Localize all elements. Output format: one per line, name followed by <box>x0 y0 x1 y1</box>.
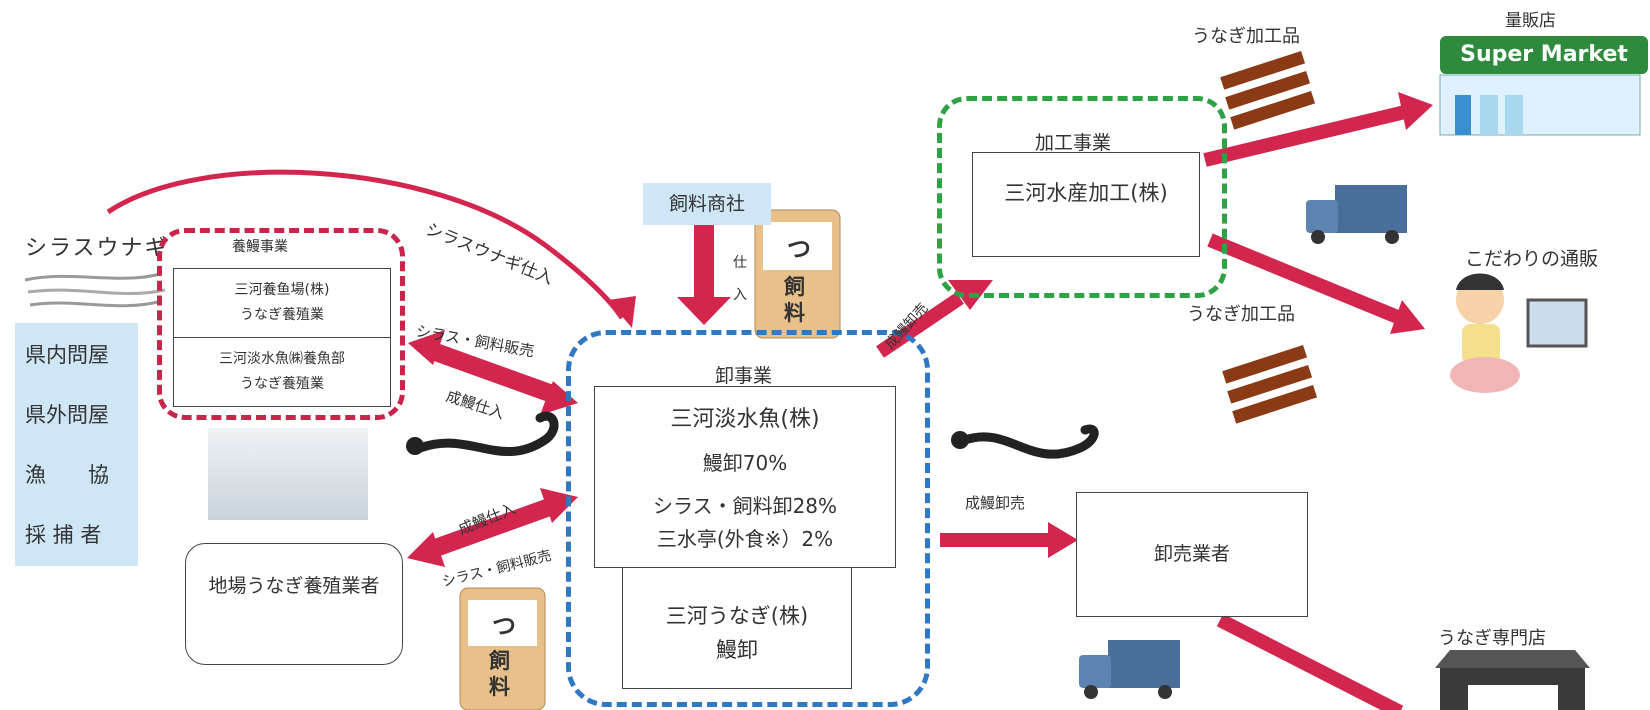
wholesalers-label: 卸売業者 <box>1153 543 1230 565</box>
kabayaki-top-icon <box>1220 51 1316 130</box>
feed-share: シラス・飼料卸28% <box>652 494 838 518</box>
eel-shop-label: うなぎ専門店 <box>1438 628 1546 649</box>
sub-company-role: 鰻卸 <box>716 638 758 662</box>
feed-can-bottom <box>459 587 546 710</box>
feed-can-mark-top: つ <box>787 235 811 263</box>
source-item: 県内問屋 <box>25 343 109 367</box>
processed-goods-label-1: うなぎ加工品 <box>1192 26 1300 47</box>
to-wholesalers-arrowhead <box>1048 522 1078 558</box>
wholesale-title: 卸事業 <box>715 365 773 387</box>
sub-company-box: 三河うなぎ(株) 鰻卸 <box>622 567 852 689</box>
processing-company: 三河水産加工(株) <box>1004 181 1168 205</box>
farm-box-1: 三河養鱼場(株) うなぎ養殖業 <box>173 268 391 338</box>
farm1-name: 三河養鱼場(株) <box>234 282 330 298</box>
local-farmers-label: 地場うなぎ養殖業者 <box>208 575 380 597</box>
supermarket-sign-text: Super Market <box>1460 42 1628 67</box>
farming-group <box>157 228 405 420</box>
feed-can-label-bottom: 飼料 <box>489 649 510 699</box>
wholesale-company-box: 三河淡水魚(株) 鰻卸70% シラス・飼料卸28% 三水亭(外食※）2% <box>594 386 896 568</box>
glass-eel-2 <box>27 288 166 296</box>
sub-company-name: 三河うなぎ(株) <box>665 604 809 628</box>
feed-purchase-label: 仕入 <box>733 255 747 303</box>
supermarket-icon <box>1439 74 1641 136</box>
wholesale-group <box>566 330 930 707</box>
processed-goods-label-2: うなぎ加工品 <box>1187 304 1295 325</box>
adult-eel-wholesale-label-2: 成鰻卸売 <box>965 494 1026 512</box>
double-arrow2-head-left <box>407 532 445 567</box>
farm2-name: 三河淡水魚㈱養魚部 <box>219 351 345 367</box>
feed-can-top <box>754 209 841 339</box>
feed-supplier-box: 飼料商社 <box>643 183 771 225</box>
double-arrow-head-right <box>540 381 578 415</box>
to-supermarket-arrow <box>1203 105 1407 167</box>
processing-group <box>937 96 1227 298</box>
supermarket-sign: Super Market <box>1440 36 1648 74</box>
local-farmers-box: 地場うなぎ養殖業者 <box>185 543 403 665</box>
restaurant-share: 三水亭(外食※）2% <box>656 527 834 551</box>
mail-order-icon <box>1450 273 1588 393</box>
farm-box-2: 三河淡水魚㈱養魚部 うなぎ養殖業 <box>173 337 391 407</box>
feed-supplier-label: 飼料商社 <box>668 193 745 215</box>
farm2-role: うなぎ養殖業 <box>240 376 324 392</box>
wholesalers-box: 卸売業者 <box>1076 492 1308 617</box>
eel-left-icon <box>415 411 559 457</box>
double-arrow-head-left <box>408 330 445 365</box>
source-item: 漁 協 <box>25 463 109 487</box>
farming-title: 養鰻事業 <box>232 239 288 255</box>
glass-eel-3 <box>29 300 159 308</box>
wholesale-company: 三河淡水魚(株) <box>670 407 820 432</box>
to-supermarket-arrowhead <box>1398 92 1433 130</box>
farm1-role: うなぎ養殖業 <box>240 307 324 323</box>
eel-left-head <box>406 437 424 455</box>
eel-share: 鰻卸70% <box>702 451 788 475</box>
feed-down-arrow <box>677 225 731 325</box>
sources-panel: 県内問屋 県外問屋 漁 協 採 捕 者 <box>15 323 138 566</box>
glass-eel-purchase-arrowhead <box>608 296 636 328</box>
glass-eel-label: シラスウナギ <box>25 236 169 261</box>
truck-top-icon <box>1306 185 1407 244</box>
feed-can-label-top: 飼料 <box>784 275 805 325</box>
truck-bottom-icon <box>1079 640 1180 699</box>
processing-title: 加工事業 <box>1035 132 1112 154</box>
feed-can-mark-bottom: つ <box>492 612 516 640</box>
source-item: 県外問屋 <box>25 403 109 427</box>
processing-company-box: 三河水産加工(株) <box>972 152 1200 257</box>
kabayaki-bottom-icon <box>1222 345 1318 424</box>
farm-wholesale-double-arrow <box>426 341 559 404</box>
mail-order-label: こだわりの通販 <box>1465 248 1599 270</box>
glass-eel-purchase-arrow <box>106 169 625 320</box>
source-item: 採 捕 者 <box>25 523 102 547</box>
eel-right-head <box>951 431 969 449</box>
local-wholesale-double-arrow <box>426 496 559 559</box>
eel-right-icon <box>960 424 1099 459</box>
farm-photo <box>208 428 368 520</box>
to-eel-shop-arrow <box>1216 613 1404 710</box>
to-mail-order-arrowhead <box>1390 300 1425 334</box>
mass-retail-label: 量販店 <box>1505 11 1556 31</box>
to-mail-order-arrow <box>1207 233 1403 325</box>
glass-eel-1 <box>24 272 161 282</box>
eel-shop-icon <box>1435 650 1590 710</box>
